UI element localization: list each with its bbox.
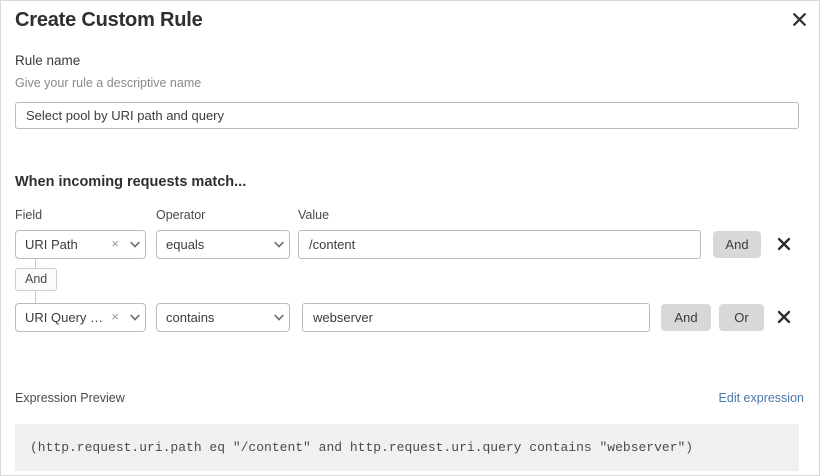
rule-name-help-text: Give your rule a descriptive name [15, 76, 202, 90]
value-input-2[interactable] [302, 303, 650, 332]
delete-row-2-button[interactable] [772, 305, 796, 329]
chevron-down-icon[interactable] [125, 314, 145, 321]
field-select-1-value: URI Path [25, 237, 78, 252]
field-select-2-value: URI Query St... [25, 310, 110, 325]
connector-and-chip[interactable]: And [15, 268, 58, 291]
column-header-operator: Operator [156, 208, 206, 222]
value-input-1[interactable] [298, 230, 701, 259]
operator-select-1[interactable]: equals [156, 230, 290, 259]
chevron-down-icon[interactable] [125, 241, 145, 248]
delete-row-1-button[interactable] [772, 232, 796, 256]
expression-preview-text: (http.request.uri.path eq "/content" and… [30, 440, 694, 455]
and-button-2[interactable]: And [661, 304, 711, 331]
chevron-down-icon[interactable] [269, 241, 289, 248]
or-button-2[interactable]: Or [719, 304, 764, 331]
close-small-icon[interactable]: × [111, 309, 119, 324]
field-select-2[interactable]: URI Query St... × [15, 303, 146, 332]
and-button-1[interactable]: And [713, 231, 761, 258]
operator-select-2-value: contains [166, 310, 215, 325]
match-section-heading: When incoming requests match... [15, 174, 247, 190]
rule-name-label: Rule name [15, 53, 81, 68]
column-header-field: Field [15, 208, 43, 222]
close-icon[interactable] [788, 8, 810, 30]
operator-select-2[interactable]: contains [156, 303, 290, 332]
dialog-title: Create Custom Rule [15, 9, 203, 31]
expression-preview-box: (http.request.uri.path eq "/content" and… [15, 424, 799, 471]
expression-preview-label: Expression Preview [15, 391, 125, 405]
edit-expression-link[interactable]: Edit expression [718, 391, 804, 405]
chevron-down-icon[interactable] [269, 314, 289, 321]
close-small-icon[interactable]: × [111, 236, 119, 251]
rule-name-input[interactable] [15, 102, 799, 129]
operator-select-1-value: equals [166, 237, 205, 252]
field-select-1[interactable]: URI Path × [15, 230, 146, 259]
column-header-value: Value [298, 208, 330, 222]
